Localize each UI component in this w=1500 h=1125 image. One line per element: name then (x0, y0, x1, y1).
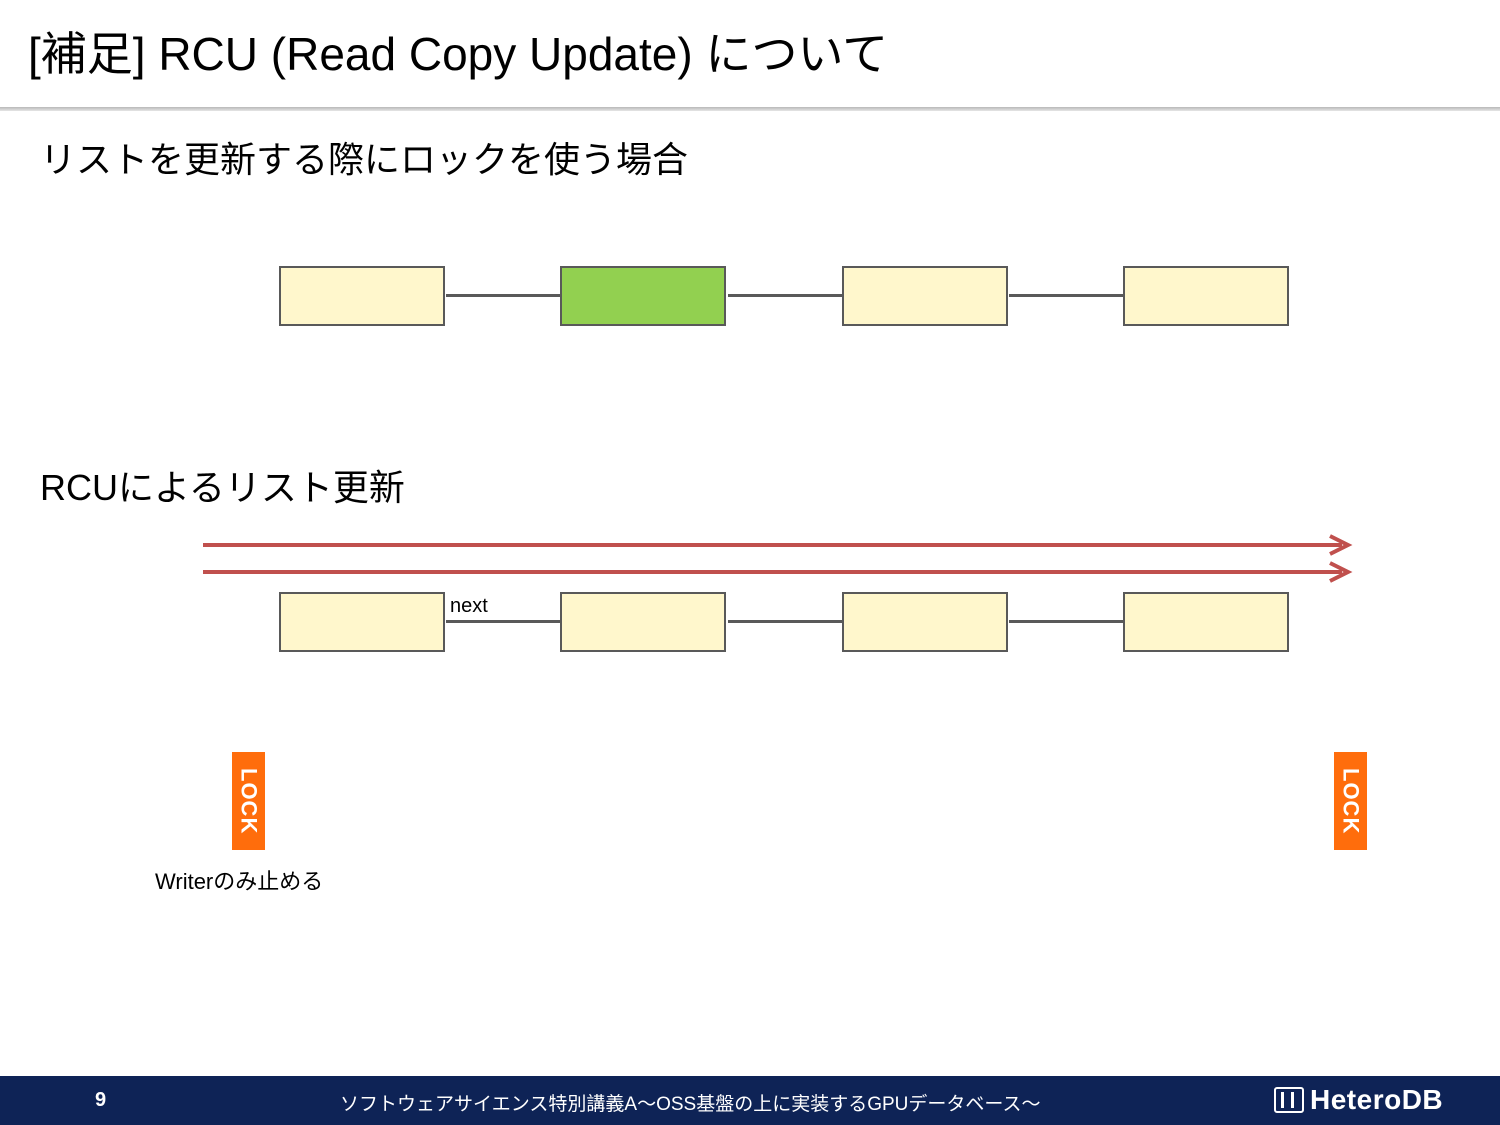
section-heading-lock: リストを更新する際にロックを使う場合 (40, 139, 689, 180)
writer-note: Writerのみ止める (155, 869, 324, 894)
slide-title: [補足] RCU (Read Copy Update) について (28, 28, 889, 80)
list-node-updating (560, 266, 726, 326)
lock-badge-end: LOCK (1334, 752, 1367, 850)
node-link (728, 620, 842, 623)
footer-course-title: ソフトウェアサイエンス特別講義A～OSS基盤の上に実装するGPUデータベース～ (340, 1094, 1041, 1115)
lock-label: LOCK (1338, 767, 1364, 835)
list-node (1123, 592, 1289, 652)
list-node (842, 592, 1008, 652)
reader-arrow-head (1329, 561, 1353, 583)
heterodb-logo-icon (1274, 1087, 1304, 1113)
brand-logo: HeteroDB (1274, 1084, 1443, 1116)
next-pointer-label: next (450, 595, 488, 617)
page-number: 9 (95, 1089, 107, 1111)
section-heading-rcu: RCUによるリスト更新 (40, 467, 405, 508)
node-link (446, 620, 560, 623)
footer-bar (0, 1076, 1500, 1125)
lock-label: LOCK (236, 767, 262, 835)
node-link (1009, 620, 1123, 623)
list-node (279, 592, 445, 652)
reader-arrow-head (1329, 534, 1353, 556)
list-node (1123, 266, 1289, 326)
list-node (842, 266, 1008, 326)
lock-badge-start: LOCK (232, 752, 265, 850)
node-link (728, 294, 842, 297)
list-node (560, 592, 726, 652)
brand-name: HeteroDB (1310, 1084, 1444, 1115)
node-link (446, 294, 560, 297)
list-node (279, 266, 445, 326)
title-divider (0, 107, 1500, 111)
node-link (1009, 294, 1123, 297)
